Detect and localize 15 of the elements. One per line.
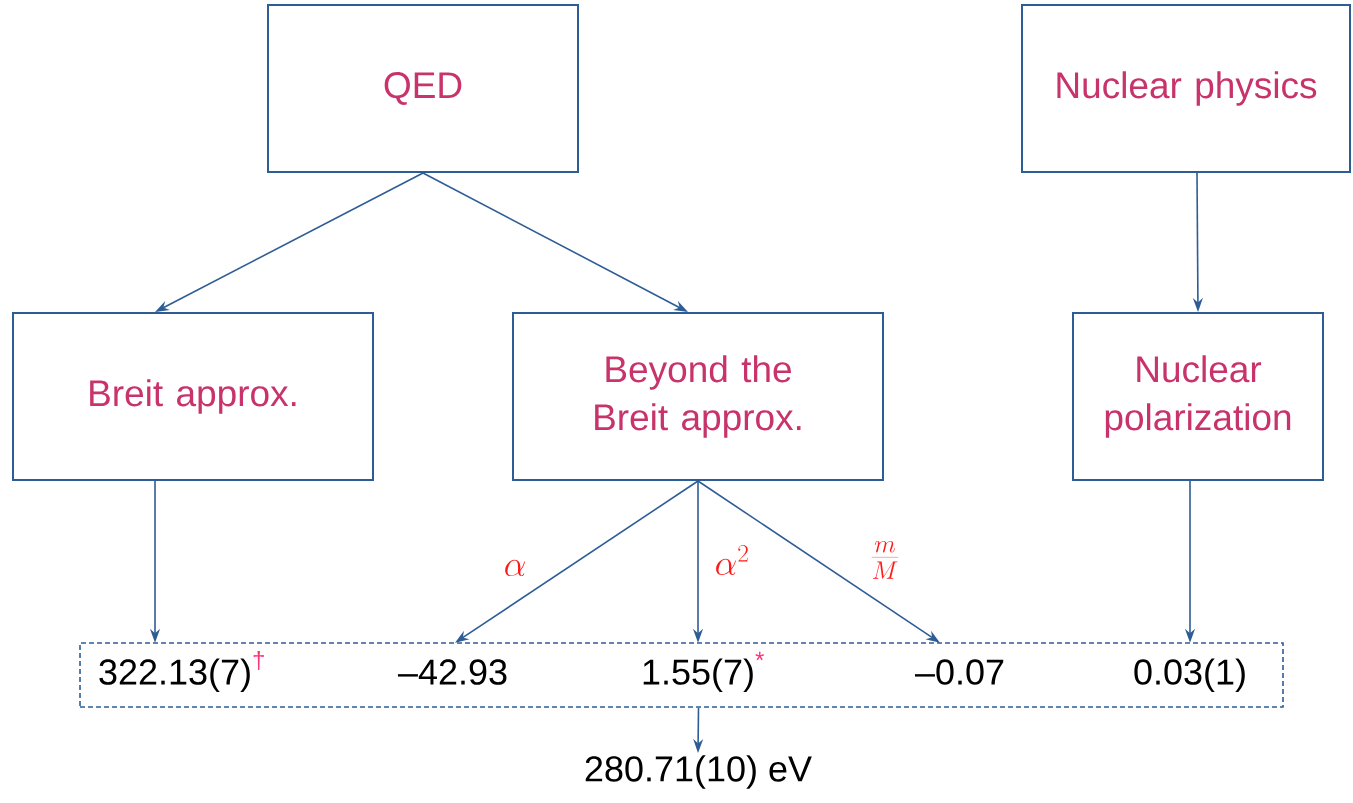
- value-text: 322.13(7)†: [99, 650, 264, 692]
- value-text: 1.55(7) *: [643, 651, 764, 692]
- process-box: Nuclear physics: [1021, 4, 1351, 173]
- result-text: 280.71(10) eV: [585, 755, 812, 789]
- process-box: QED: [267, 4, 579, 173]
- dashed-box: [79, 642, 1284, 708]
- value-text: 0.03(1): [1134, 658, 1245, 692]
- value-text: –0.07: [914, 659, 1004, 685]
- process-box: Breit approx.: [12, 312, 374, 481]
- value-text: –42.93: [397, 659, 507, 685]
- process-box: Nuclear polarization: [1072, 312, 1324, 481]
- edge-label: $\alpha$: [505, 559, 525, 577]
- process-box: Beyond the Breit approx.: [512, 312, 884, 481]
- edge-label: $\frac{m}{M}$: [871, 541, 899, 579]
- edge-label: $\alpha^2$: [716, 544, 748, 575]
